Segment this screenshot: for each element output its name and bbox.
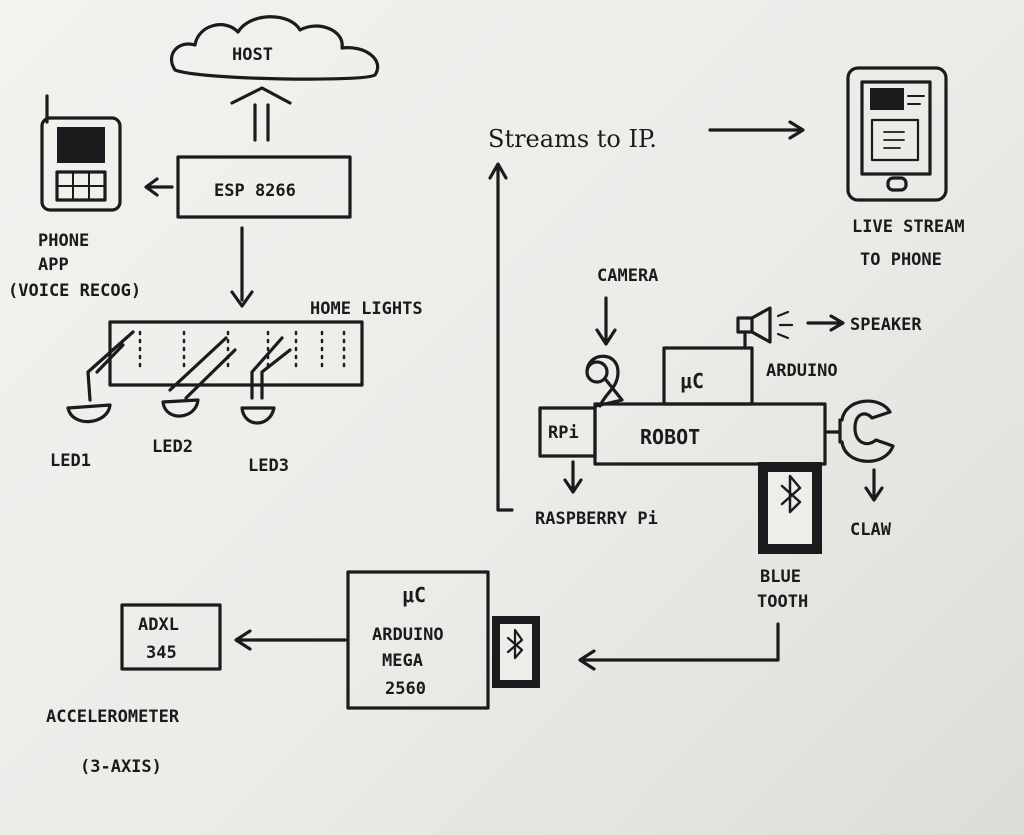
- arrow-mega-to-adxl: [234, 629, 347, 651]
- rpi-box: [538, 406, 597, 458]
- esp8266-box: [176, 155, 352, 219]
- switch-dots: [138, 330, 346, 372]
- axis-label: (3-AXIS): [80, 757, 162, 777]
- wire-led1: [86, 330, 135, 402]
- esp8266-label: ESP 8266: [214, 181, 296, 201]
- rpi-label: RPi: [548, 423, 579, 443]
- robot-label: ROBOT: [640, 425, 700, 449]
- led1-label: LED1: [50, 451, 91, 471]
- live-stream-label-1: LIVE STREAM: [852, 217, 965, 237]
- home-lights-board: [108, 320, 364, 387]
- host-label: HOST: [232, 45, 273, 65]
- live-stream-label-2: TO PHONE: [860, 250, 942, 270]
- adxl-label-2: 345: [146, 643, 177, 663]
- uc-top-label: μC: [680, 369, 704, 393]
- up-arrow-host: [230, 86, 292, 142]
- bluetooth-label-2: TOOTH: [757, 592, 808, 612]
- led3-label: LED3: [248, 456, 289, 476]
- arrow-claw: [864, 468, 884, 502]
- phone-app-label-1: PHONE: [38, 231, 89, 251]
- raspberry-label: RASPBERRY Pi: [535, 509, 658, 529]
- cloud-icon: [169, 15, 380, 81]
- arrow-bluetooth-to-mega: [578, 622, 780, 671]
- bluetooth-icon: [758, 462, 822, 554]
- arduino-mega-label-2: MEGA: [382, 651, 423, 671]
- arrow-camera: [595, 296, 617, 346]
- arrow-rpi-to-stream: [488, 162, 514, 512]
- adxl345-box: [120, 603, 222, 671]
- wire-led2: [168, 336, 237, 400]
- camera-label: CAMERA: [597, 266, 658, 286]
- streams-label: Streams to IP.: [488, 125, 657, 153]
- arduino-top-label: ARDUINO: [766, 361, 838, 381]
- arrow-rpi: [563, 460, 583, 494]
- phone-app-label-3: (VOICE RECOG): [8, 281, 141, 301]
- bluetooth-icon: [492, 616, 540, 688]
- feature-phone-icon: [40, 94, 122, 212]
- led-icon: [66, 403, 112, 424]
- webcam-icon: [585, 354, 624, 408]
- arrow-esp-to-phone: [144, 177, 174, 197]
- speaker-icon: [736, 306, 794, 350]
- uc-bottom-label: μC: [402, 583, 426, 607]
- arduino-mega-label-3: 2560: [385, 679, 426, 699]
- arrow-speaker: [806, 314, 845, 332]
- arrow-stream-to-phone: [708, 120, 805, 140]
- led-icon: [161, 398, 200, 418]
- claw-label: CLAW: [850, 520, 892, 540]
- arduino-mega-box: [346, 570, 490, 710]
- adxl-label-1: ADXL: [138, 615, 179, 635]
- home-lights-label: HOME LIGHTS: [310, 299, 423, 319]
- led-icon: [240, 406, 276, 425]
- accelerometer-label: ACCELEROMETER: [46, 707, 180, 727]
- speaker-label: SPEAKER: [850, 315, 922, 335]
- arduino-mega-label-1: ARDUINO: [372, 625, 444, 645]
- claw-icon: [823, 399, 895, 463]
- robot-body: [593, 402, 827, 466]
- arrow-esp-to-lights: [230, 226, 254, 308]
- led2-label: LED2: [152, 437, 193, 457]
- bluetooth-label-1: BLUE: [760, 567, 801, 587]
- uc-arduino-box: [662, 346, 754, 406]
- phone-app-label-2: APP: [38, 255, 69, 275]
- smartphone-icon: [846, 66, 948, 202]
- wire-led3: [250, 336, 292, 400]
